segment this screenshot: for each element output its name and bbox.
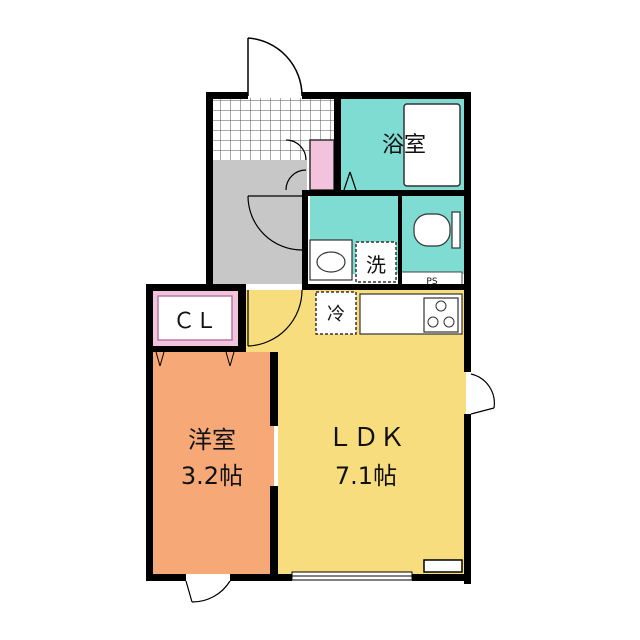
basin-bowl-icon xyxy=(316,251,346,273)
toilet-tank xyxy=(451,211,461,249)
ldk-door xyxy=(247,289,303,347)
ldk-label: ＬＤＫ xyxy=(327,423,405,453)
washroom-label: 洗 xyxy=(366,253,386,277)
shoe-cabinet xyxy=(309,139,335,191)
washroom-door xyxy=(285,139,307,191)
western-door xyxy=(185,580,231,603)
washing-machine-space xyxy=(355,241,397,283)
wash-basin xyxy=(309,239,353,281)
burner-icon xyxy=(427,316,439,328)
bath-label: 浴室 xyxy=(382,133,426,158)
toilet-bowl xyxy=(413,213,451,247)
burner-icon xyxy=(443,316,455,328)
balcony-door xyxy=(470,373,495,415)
western-room-size: 3.2帖 xyxy=(181,462,243,490)
closet-inner xyxy=(157,295,233,341)
stove xyxy=(423,297,459,333)
fridge-space xyxy=(315,291,357,335)
fridge-label: 冷 xyxy=(327,304,345,325)
western-room xyxy=(152,352,274,574)
closet-label: ＣＬ xyxy=(173,309,217,334)
bathtub xyxy=(403,103,461,187)
western-room-label: 洋室 xyxy=(188,426,236,454)
entrance-door xyxy=(247,37,303,97)
ldk-size: 7.1帖 xyxy=(335,462,397,490)
ldk-room xyxy=(246,290,466,576)
entrance-floor xyxy=(212,160,307,284)
bath-door xyxy=(343,171,357,191)
pipe-space-label: PS xyxy=(426,277,437,287)
walls xyxy=(146,92,471,584)
entrance-inner-door xyxy=(247,195,303,251)
closet-doors xyxy=(155,351,235,367)
corner-window xyxy=(423,559,463,573)
burner-icon xyxy=(435,300,447,312)
